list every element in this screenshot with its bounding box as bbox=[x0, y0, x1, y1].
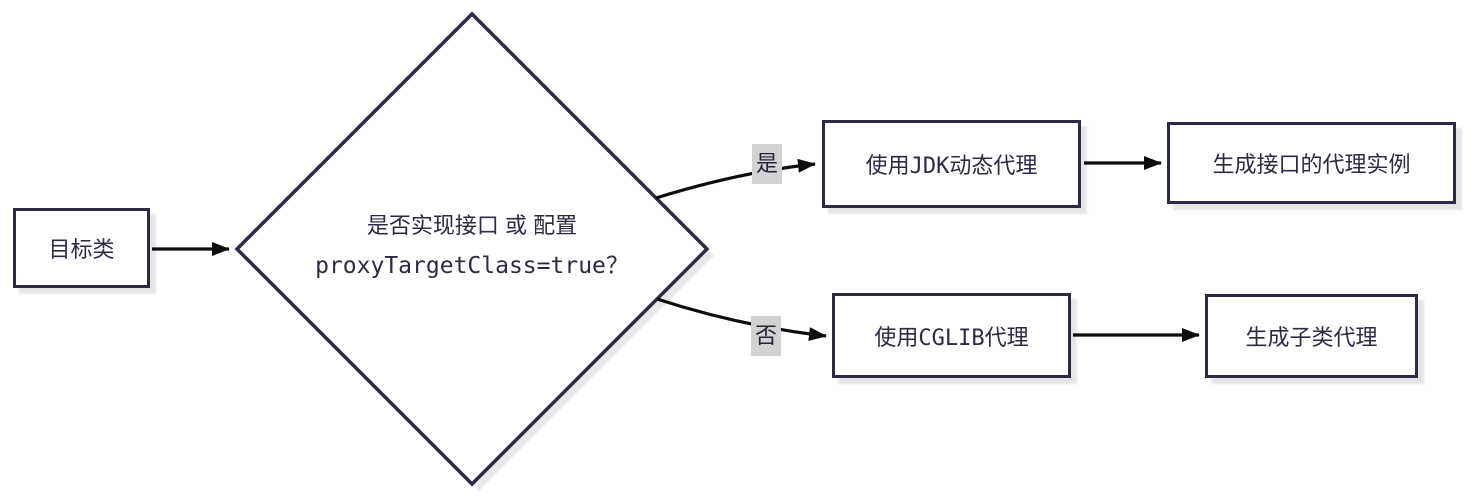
decision-diamond-shape bbox=[234, 11, 710, 487]
decision-question-line1: 是否实现接口 或 配置 bbox=[366, 213, 578, 238]
node-interface-proxy-instance-label: 生成接口的代理实例 bbox=[1212, 153, 1411, 178]
node-interface-proxy-instance: 生成接口的代理实例 bbox=[1167, 122, 1456, 204]
node-jdk-dynamic-proxy-label: 使用JDK动态代理 bbox=[865, 154, 1038, 179]
edge-label-no: 否 bbox=[750, 316, 782, 356]
node-target-class: 目标类 bbox=[13, 208, 150, 288]
node-cglib-proxy: 使用CGLIB代理 bbox=[832, 293, 1071, 378]
node-cglib-proxy-label: 使用CGLIB代理 bbox=[874, 325, 1029, 351]
edge-decision-to-jdk bbox=[655, 158, 816, 200]
node-target-class-label: 目标类 bbox=[48, 238, 115, 263]
node-subclass-proxy-label: 生成子类代理 bbox=[1245, 326, 1378, 351]
edge-label-yes: 是 bbox=[751, 144, 783, 184]
node-decision: 是否实现接口 或 配置 proxyTargetClass=true？ bbox=[272, 206, 672, 286]
node-jdk-dynamic-proxy: 使用JDK动态代理 bbox=[822, 120, 1081, 208]
node-subclass-proxy: 生成子类代理 bbox=[1205, 294, 1418, 378]
decision-question-line2: proxyTargetClass=true？ bbox=[315, 253, 629, 279]
edge-decision-to-cglib bbox=[656, 297, 827, 341]
